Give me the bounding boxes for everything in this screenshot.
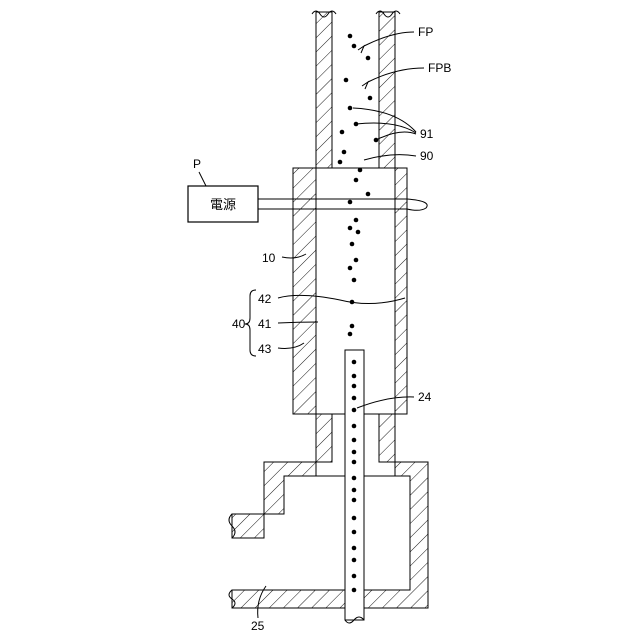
inner-tube xyxy=(345,350,364,623)
particle-dot xyxy=(352,460,357,465)
particle-dot xyxy=(354,258,359,263)
particle-dot xyxy=(352,588,357,593)
particle-dot xyxy=(352,384,357,389)
heater-left-wall xyxy=(293,168,316,414)
particle-dot xyxy=(352,488,357,493)
heater-right-wall xyxy=(395,168,407,414)
label-42: 42 xyxy=(258,292,272,306)
particle-dot xyxy=(348,226,353,231)
particle-dot xyxy=(352,424,357,429)
brace-40 xyxy=(245,290,256,356)
particle-dot xyxy=(348,106,353,111)
particle-dot xyxy=(352,516,357,521)
label-fpb: FPB xyxy=(428,61,451,75)
leader-p xyxy=(199,172,206,186)
particle-dot xyxy=(352,408,357,413)
particle-dot xyxy=(352,546,357,551)
particle-dot xyxy=(342,150,347,155)
label-25: 25 xyxy=(251,619,265,633)
particle-dot xyxy=(348,34,353,39)
particle-dot xyxy=(348,332,353,337)
arrow-fp xyxy=(358,46,364,53)
particle-dot xyxy=(352,438,357,443)
bottom-chamber: 25 xyxy=(229,462,428,633)
particle-dot xyxy=(352,44,357,49)
particle-dot xyxy=(354,218,359,223)
particle-dot xyxy=(340,130,345,135)
particle-dot xyxy=(338,160,343,165)
particle-dot xyxy=(352,278,357,283)
particle-dot xyxy=(366,192,371,197)
label-p: P xyxy=(193,157,201,171)
particle-dot xyxy=(352,558,357,563)
particle-dot xyxy=(352,360,357,365)
pipe-left-wall-lower xyxy=(316,414,332,462)
particle-dot xyxy=(352,530,357,535)
power-label: 電源 xyxy=(210,198,236,213)
label-90: 90 xyxy=(420,149,434,163)
left-labels: 10 42 41 43 40 xyxy=(232,251,405,356)
flow-arrows: FP FPB xyxy=(358,25,451,89)
pipe-left-wall-upper xyxy=(316,12,332,168)
upper-pipe xyxy=(312,11,400,168)
particle-dot xyxy=(348,200,353,205)
label-41: 41 xyxy=(258,317,272,331)
particle-dot xyxy=(368,96,373,101)
particle-dot xyxy=(348,266,353,271)
particle-dot xyxy=(366,56,371,61)
label-40: 40 xyxy=(232,317,246,331)
particle-dot xyxy=(352,396,357,401)
particle-dot xyxy=(354,178,359,183)
label-fp: FP xyxy=(418,25,433,39)
chamber-wall xyxy=(232,462,428,608)
particle-dot xyxy=(344,78,349,83)
leader-fpb xyxy=(368,68,424,82)
arrow-fpb xyxy=(362,82,368,89)
particle-dot xyxy=(356,230,361,235)
particle-dot xyxy=(352,498,357,503)
label-10: 10 xyxy=(262,251,276,265)
label-24: 24 xyxy=(418,390,432,404)
particle-dot xyxy=(352,574,357,579)
particle-dot xyxy=(352,476,357,481)
particle-dot xyxy=(358,168,363,173)
particle-dot xyxy=(352,374,357,379)
particle-dot xyxy=(350,324,355,329)
label-43: 43 xyxy=(258,342,272,356)
particle-dot xyxy=(350,242,355,247)
particle-dot xyxy=(352,450,357,455)
pipe-right-wall-lower xyxy=(379,414,395,462)
label-91: 91 xyxy=(420,127,434,141)
inner-tube-body xyxy=(345,350,364,620)
